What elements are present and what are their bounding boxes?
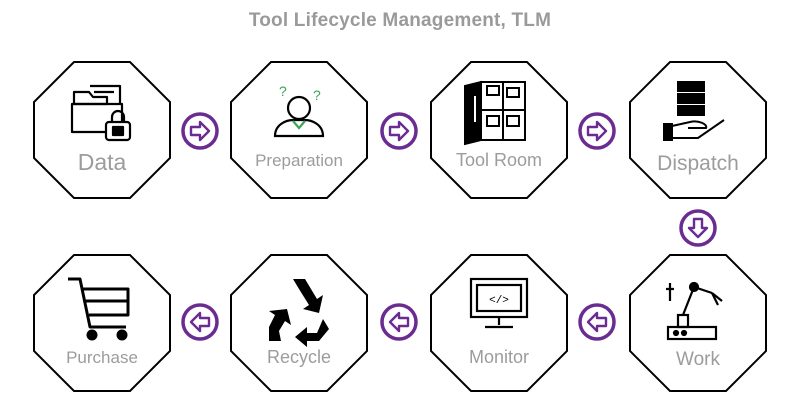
node-label: Work	[676, 349, 720, 370]
arrow-down	[679, 209, 717, 247]
node-monitor: </> Monitor	[430, 254, 568, 392]
node-tool-room: Tool Room	[430, 61, 568, 199]
node-preparation: ? ? Preparation	[230, 61, 368, 199]
arrow-left-2	[380, 303, 418, 341]
node-label: Data	[78, 149, 127, 175]
monitor-code-icon: </>	[469, 277, 529, 329]
arrow-left-1	[578, 303, 616, 341]
node-dispatch: Dispatch	[629, 61, 767, 199]
arrow-left-3	[181, 303, 219, 341]
node-recycle: Recycle	[230, 254, 368, 392]
person-question-icon: ? ?	[273, 83, 325, 138]
recycle-icon	[269, 279, 329, 347]
folder-lock-icon	[70, 84, 132, 142]
tool-cabinet-icon	[464, 80, 526, 146]
node-label: Tool Room	[456, 150, 542, 170]
node-label: Recycle	[267, 347, 331, 367]
hand-server-icon	[663, 81, 725, 141]
node-purchase: Purchase	[33, 254, 171, 392]
svg-text:</>: </>	[489, 295, 509, 307]
node-label: Monitor	[469, 347, 529, 367]
node-work: Work	[629, 254, 767, 392]
arrow-right-3	[578, 112, 616, 150]
node-label: Purchase	[66, 348, 138, 367]
node-label: Preparation	[255, 151, 343, 170]
svg-text:?: ?	[279, 83, 287, 99]
shopping-cart-icon	[68, 277, 130, 341]
svg-text:?: ?	[313, 87, 321, 103]
arrow-right-1	[181, 112, 219, 150]
arrow-right-2	[380, 112, 418, 150]
node-label: Dispatch	[657, 152, 739, 175]
node-data: Data	[33, 61, 171, 199]
robot-arm-icon	[666, 281, 723, 341]
diagram-title: Tool Lifecycle Management, TLM	[248, 10, 552, 31]
